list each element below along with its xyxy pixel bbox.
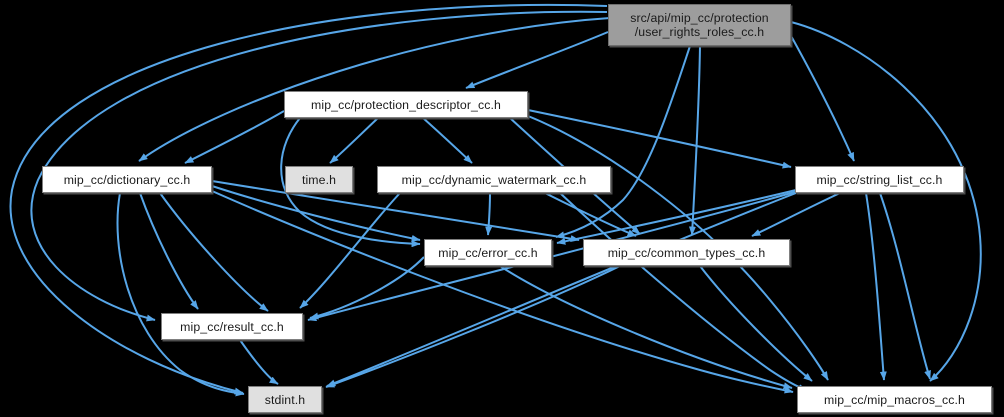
graph-node-result[interactable]: mip_cc/result_cc.h [161,313,303,340]
graph-node-label: mip_cc/common_types_cc.h [607,245,766,260]
graph-node-common_types[interactable]: mip_cc/common_types_cc.h [583,239,790,266]
graph-node-label: time.h [301,172,337,187]
graph-node-error[interactable]: mip_cc/error_cc.h [424,239,552,266]
graph-node-label: mip_cc/error_cc.h [438,245,538,260]
graph-node-label: mip_cc/protection_descriptor_cc.h [311,97,501,112]
graph-node-stdint[interactable]: stdint.h [248,386,322,413]
graph-node-label: mip_cc/string_list_cc.h [816,172,943,187]
graph-node-time[interactable]: time.h [285,166,353,193]
graph-node-label: mip_cc/result_cc.h [180,319,284,334]
graph-node-label: mip_cc/dictionary_cc.h [63,172,191,187]
graph-node-label: mip_cc/dynamic_watermark_cc.h [401,172,587,187]
graph-node-label: stdint.h [264,392,306,407]
graph-node-label: src/api/mip_cc/protection /user_rights_r… [630,11,769,39]
graph-node-string_list[interactable]: mip_cc/string_list_cc.h [795,166,964,193]
graph-node-dynamic_watermark[interactable]: mip_cc/dynamic_watermark_cc.h [377,166,611,193]
graph-node-dictionary[interactable]: mip_cc/dictionary_cc.h [42,166,212,193]
graph-node-root[interactable]: src/api/mip_cc/protection /user_rights_r… [608,4,791,46]
graph-node-mip_macros[interactable]: mip_cc/mip_macros_cc.h [797,386,992,413]
graph-node-label: mip_cc/mip_macros_cc.h [824,392,965,407]
graph-node-protection_descriptor[interactable]: mip_cc/protection_descriptor_cc.h [284,91,528,118]
